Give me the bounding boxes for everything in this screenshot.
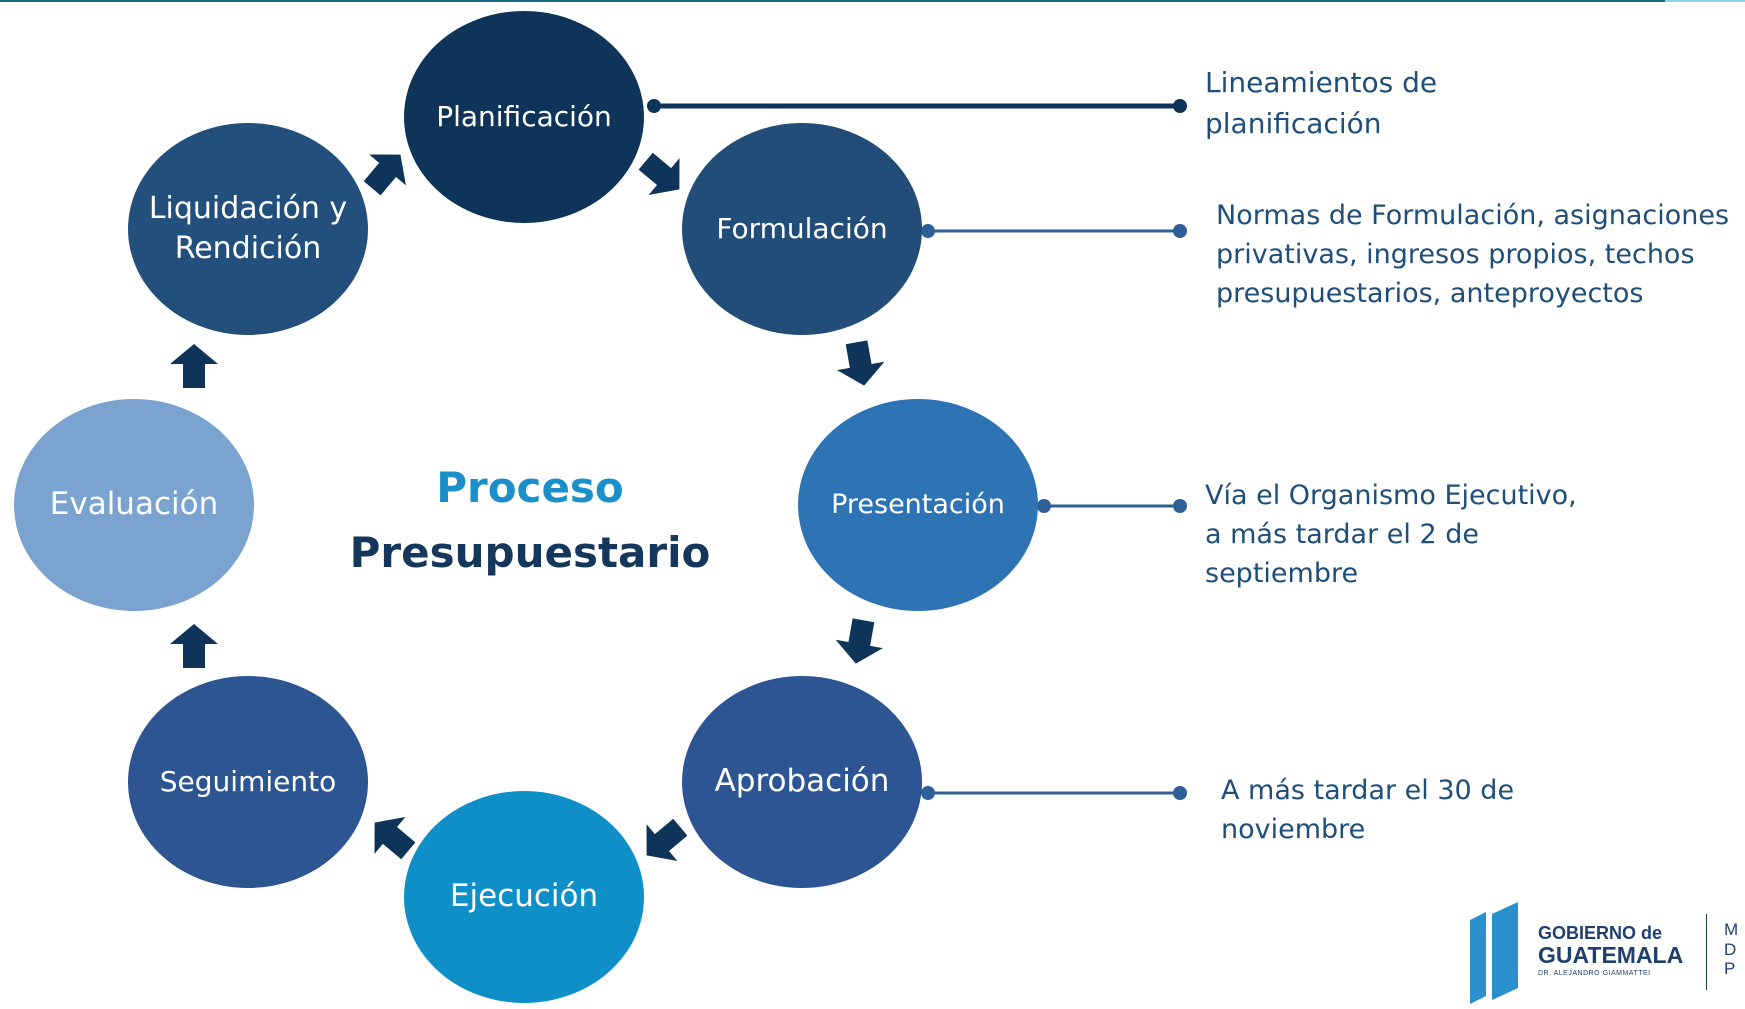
stage-label-ejecucion: Ejecución bbox=[449, 878, 599, 915]
logo-separator bbox=[1706, 914, 1707, 990]
flow-arrow-icon bbox=[170, 344, 218, 388]
title-line-2: Presupuestario bbox=[349, 528, 711, 578]
connector-dot-start bbox=[921, 786, 935, 800]
note-line: Vía el Organismo Ejecutivo, bbox=[1205, 480, 1577, 511]
title-line-1: Proceso bbox=[436, 463, 624, 512]
connector-dot-end bbox=[1173, 786, 1187, 800]
note-line: septiembre bbox=[1205, 558, 1359, 590]
flow-arrow-icon bbox=[363, 154, 406, 196]
note-line: Lineamientos de bbox=[1205, 66, 1438, 99]
note-line: planificación bbox=[1205, 106, 1382, 140]
note-formulacion: Normas de Formulación, asignaciones priva… bbox=[1216, 196, 1729, 313]
note-presentacion: Vía el Organismo Ejecutivo, a más tardar … bbox=[1205, 476, 1577, 593]
connector-dot-start bbox=[647, 99, 661, 113]
flag-stripes-icon bbox=[1470, 902, 1518, 1004]
note-line: a más tardar el 2 de bbox=[1205, 519, 1479, 551]
connector-dot-end bbox=[1173, 499, 1187, 513]
logo-right-3: P bbox=[1724, 959, 1736, 979]
note-aprobacion: A más tardar el 30 de noviembre bbox=[1221, 771, 1514, 849]
flow-arrow-icon bbox=[374, 817, 416, 860]
stage-circle-aprobacion bbox=[682, 676, 922, 888]
connector-dot-end bbox=[1173, 224, 1187, 238]
flow-arrow-icon bbox=[638, 152, 680, 195]
stage-label-evaluacion: Evaluación bbox=[49, 486, 219, 523]
stage-circle-ejecucion bbox=[404, 791, 644, 1003]
stage-label-formulacion: Formulación bbox=[716, 212, 888, 246]
stage-label-aprobacion: Aprobación bbox=[714, 763, 890, 800]
stage-label-seguimiento: Seguimiento bbox=[159, 765, 337, 799]
stage-circle-presentacion bbox=[798, 399, 1038, 611]
connector-dot-end bbox=[1173, 99, 1187, 113]
logo-right-2: D bbox=[1724, 939, 1737, 959]
stage-circle-seguimiento bbox=[128, 676, 368, 888]
note-line: Normas de Formulación, asignaciones bbox=[1216, 200, 1730, 231]
logo-right-1: M bbox=[1724, 920, 1739, 939]
gobierno-guatemala-logo: GOBIERNO de GUATEMALA DR. ALEJANDRO GIAM… bbox=[1462, 900, 1745, 1004]
stage-circle-evaluacion bbox=[14, 399, 254, 611]
logo-right-text: M D P bbox=[1724, 920, 1738, 979]
note-line: presupuestarios, anteproyectos bbox=[1216, 278, 1644, 310]
note-planificacion: Lineamientos de planificación bbox=[1205, 63, 1437, 144]
flow-arrow-icon bbox=[170, 624, 218, 668]
top-rule-accent bbox=[1665, 0, 1745, 2]
note-line: noviembre bbox=[1221, 814, 1366, 846]
flow-arrow-icon bbox=[646, 818, 688, 861]
stage-label-planificacion: Planificación bbox=[436, 100, 612, 134]
connector-dot-start bbox=[1037, 499, 1051, 513]
stage-circle-planificacion bbox=[404, 11, 644, 223]
stage-label-liquidacion: Liquidación y Rendición bbox=[148, 190, 348, 267]
stage-circle-formulacion bbox=[682, 123, 922, 335]
note-line: A más tardar el 30 de bbox=[1221, 775, 1515, 806]
logo-line-3: DR. ALEJANDRO GIAMMATTEI bbox=[1538, 970, 1651, 977]
flow-arrow-icon bbox=[835, 618, 883, 664]
logo-line-2: GUATEMALA bbox=[1538, 942, 1684, 968]
diagram-title: Proceso Presupuestario bbox=[320, 455, 740, 585]
top-rule bbox=[0, 0, 1745, 2]
flow-arrow-icon bbox=[837, 340, 885, 386]
logo-line-1: GOBIERNO de bbox=[1538, 923, 1663, 943]
note-line: privativas, ingresos propios, techos bbox=[1216, 239, 1695, 271]
connector-dot-start bbox=[921, 224, 935, 238]
stage-circle-liquidacion bbox=[128, 123, 368, 335]
stage-label-presentacion: Presentación bbox=[831, 488, 1005, 520]
